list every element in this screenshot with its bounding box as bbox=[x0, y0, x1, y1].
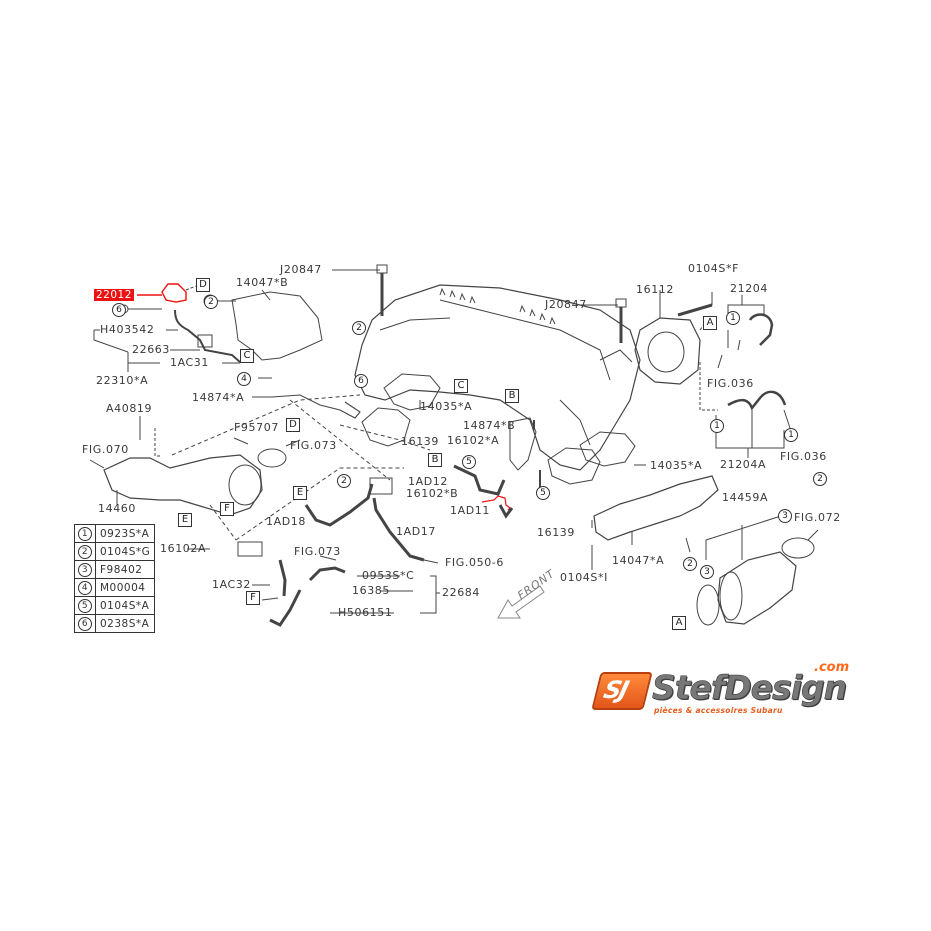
callout-4: 4 bbox=[237, 372, 251, 386]
legend-number: 1 bbox=[78, 526, 92, 541]
part-label-14874a[interactable]: 14874*A bbox=[192, 391, 245, 404]
part-label-14459a[interactable]: 14459A bbox=[722, 491, 769, 504]
ref-box-f-bottom: F bbox=[246, 591, 260, 605]
part-label-22663[interactable]: 22663 bbox=[132, 343, 170, 356]
ref-box-e-left: E bbox=[178, 513, 192, 527]
fig-ref-050-6[interactable]: FIG.050-6 bbox=[445, 556, 504, 569]
legend-number: 4 bbox=[78, 580, 92, 595]
part-label-16112[interactable]: 16112 bbox=[636, 283, 674, 296]
part-label-16385[interactable]: 16385 bbox=[352, 584, 390, 597]
ref-box-d-left: D bbox=[286, 418, 300, 432]
part-label-14047b[interactable]: 14047*B bbox=[236, 276, 289, 289]
fig-ref-036-top[interactable]: FIG.036 bbox=[707, 377, 754, 390]
part-label-1ad18[interactable]: 1AD18 bbox=[266, 515, 306, 528]
part-label-14035a-left[interactable]: 14035*A bbox=[420, 400, 473, 413]
part-label-a40819[interactable]: A40819 bbox=[106, 402, 153, 415]
part-label-16102b[interactable]: 16102*B bbox=[406, 487, 459, 500]
callout-3-left: 3 bbox=[700, 565, 714, 579]
legend-part[interactable]: F98402 bbox=[94, 560, 156, 579]
part-label-14460[interactable]: 14460 bbox=[98, 502, 136, 515]
ref-box-f-left: F bbox=[220, 502, 234, 516]
callout-6-topleft: 6 bbox=[112, 303, 126, 317]
ref-box-c-left: C bbox=[240, 349, 254, 363]
part-label-h403542[interactable]: H403542 bbox=[100, 323, 155, 336]
callout-3-right: 3 bbox=[778, 509, 792, 523]
part-label-1ad11[interactable]: 1AD11 bbox=[450, 504, 490, 517]
legend-number: 2 bbox=[78, 544, 92, 559]
ref-box-b-center: B bbox=[505, 389, 519, 403]
callout-1-right: 1 bbox=[784, 428, 798, 442]
ref-box-a-bottom: A bbox=[672, 616, 686, 630]
logo-tagline: pièces & accessoires Subaru bbox=[654, 706, 783, 715]
part-label-16139-right[interactable]: 16139 bbox=[537, 526, 575, 539]
callout-1-left: 1 bbox=[710, 419, 724, 433]
logo-mark-text: SJ bbox=[600, 676, 630, 704]
part-label-21204a[interactable]: 21204A bbox=[720, 458, 767, 471]
legend-part[interactable]: 0238S*A bbox=[94, 614, 156, 633]
bracket-22012-highlight bbox=[137, 283, 187, 303]
part-label-14874b[interactable]: 14874*B bbox=[463, 419, 516, 432]
part-label-16139-left[interactable]: 16139 bbox=[401, 435, 439, 448]
part-label-f95707[interactable]: F95707 bbox=[234, 421, 279, 434]
part-label-0953sc[interactable]: 0953S*C bbox=[362, 569, 415, 582]
logo-mark-icon: SJ bbox=[591, 672, 653, 710]
part-label-j20847-left[interactable]: J20847 bbox=[280, 263, 322, 276]
legend-part[interactable]: M00004 bbox=[94, 578, 156, 597]
callout-2-right: 2 bbox=[813, 472, 827, 486]
logo-name: StefDesign bbox=[652, 668, 848, 708]
fig-ref-036-right[interactable]: FIG.036 bbox=[780, 450, 827, 463]
part-label-h506151[interactable]: H506151 bbox=[338, 606, 393, 619]
ref-box-b-lower: B bbox=[428, 453, 442, 467]
part-label-22310a[interactable]: 22310*A bbox=[96, 374, 149, 387]
part-label-1ad17[interactable]: 1AD17 bbox=[396, 525, 436, 538]
part-label-14047a[interactable]: 14047*A bbox=[612, 554, 665, 567]
part-label-22012-highlighted[interactable]: 22012 bbox=[94, 289, 134, 301]
part-label-16102a[interactable]: 16102A bbox=[160, 542, 207, 555]
part-label-16102a-star[interactable]: 16102*A bbox=[447, 434, 500, 447]
callout-2-cover: 2 bbox=[683, 557, 697, 571]
legend-number: 5 bbox=[78, 598, 92, 613]
fig-ref-070[interactable]: FIG.070 bbox=[82, 443, 129, 456]
logo-dotcom: .com bbox=[814, 660, 850, 675]
ref-box-a-top: A bbox=[703, 316, 717, 330]
part-label-1ac32[interactable]: 1AC32 bbox=[212, 578, 252, 591]
legend-number: 6 bbox=[78, 616, 92, 631]
part-label-14035a-right[interactable]: 14035*A bbox=[650, 459, 703, 472]
part-label-1ad12[interactable]: 1AD12 bbox=[408, 475, 448, 488]
callout-5-left: 5 bbox=[462, 455, 476, 469]
legend-number: 3 bbox=[78, 562, 92, 577]
ref-box-d-top: D bbox=[196, 278, 210, 292]
callout-5-right: 5 bbox=[536, 486, 550, 500]
ref-box-e-center: E bbox=[293, 486, 307, 500]
legend-part[interactable]: 0104S*A bbox=[94, 596, 156, 615]
part-label-22684[interactable]: 22684 bbox=[442, 586, 480, 599]
callout-2-center: 2 bbox=[337, 474, 351, 488]
legend-part[interactable]: 0104S*G bbox=[94, 542, 156, 561]
fig-ref-073-bottom[interactable]: FIG.073 bbox=[294, 545, 341, 558]
part-label-1ac31[interactable]: 1AC31 bbox=[170, 356, 210, 369]
stefdesign-logo[interactable]: SJ StefDesign .com pièces & accessoires … bbox=[591, 660, 856, 718]
part-label-0104si[interactable]: 0104S*I bbox=[560, 571, 608, 584]
part-label-0104sf[interactable]: 0104S*F bbox=[688, 262, 740, 275]
part-label-21204[interactable]: 21204 bbox=[730, 282, 768, 295]
legend-part[interactable]: 0923S*A bbox=[94, 524, 156, 543]
ref-box-c-center: C bbox=[454, 379, 468, 393]
fig-ref-072[interactable]: FIG.072 bbox=[794, 511, 841, 524]
callout-2-manifold: 2 bbox=[352, 321, 366, 335]
callout-6-manifold: 6 bbox=[354, 374, 368, 388]
callout-1-top: 1 bbox=[726, 311, 740, 325]
fig-ref-073-top[interactable]: FIG.073 bbox=[290, 439, 337, 452]
callout-2-bracket: 2 bbox=[204, 295, 218, 309]
part-label-j20847-right[interactable]: J20847 bbox=[545, 298, 587, 311]
